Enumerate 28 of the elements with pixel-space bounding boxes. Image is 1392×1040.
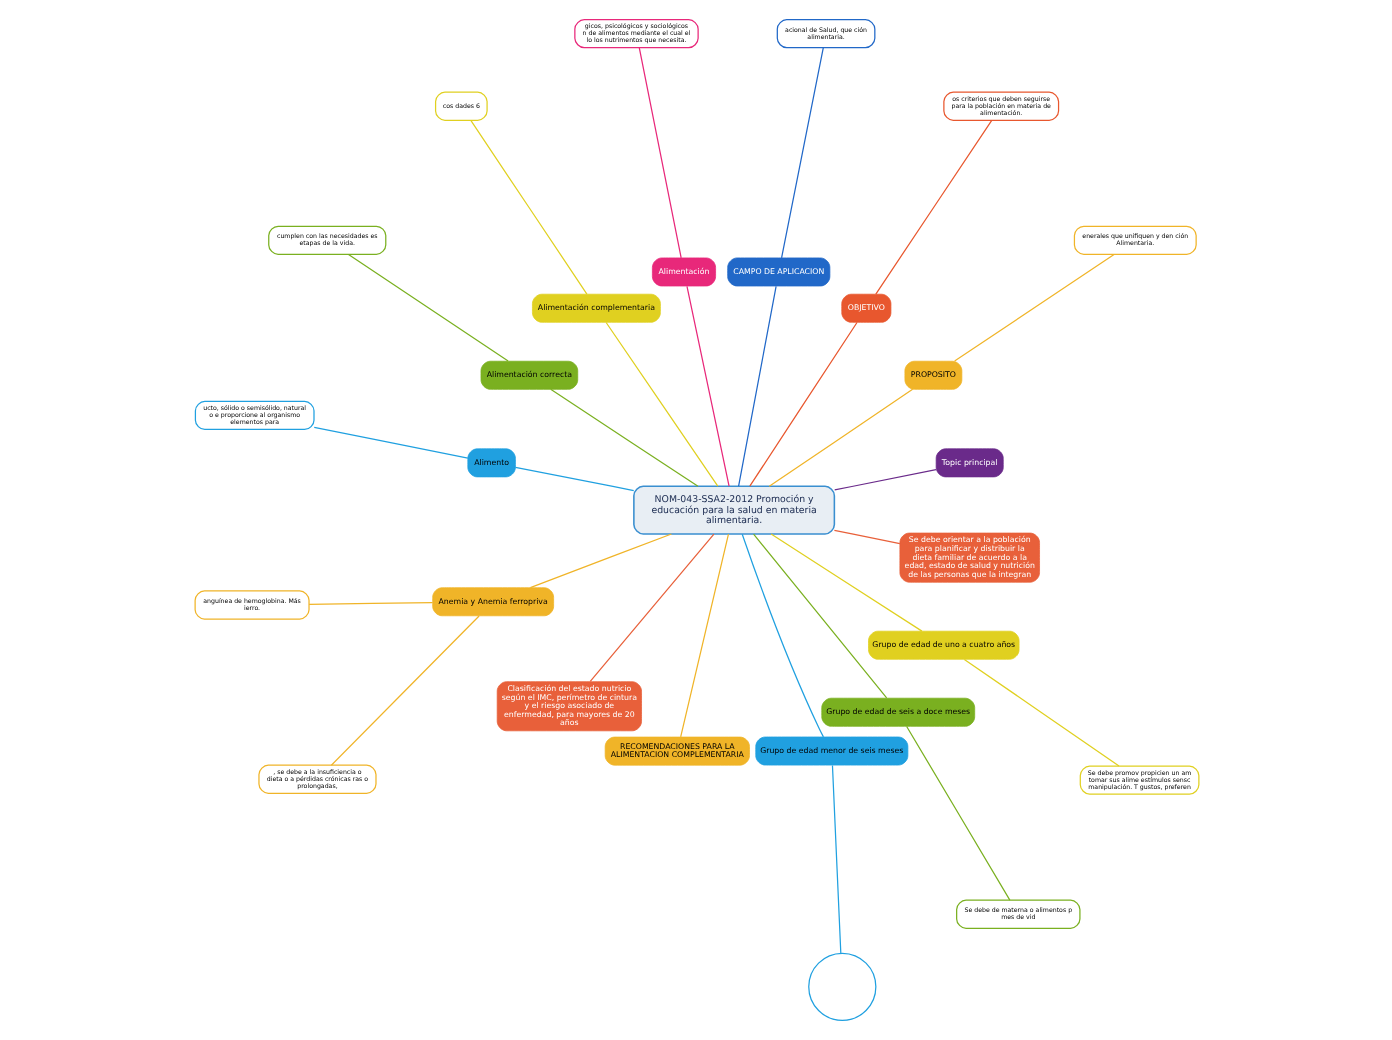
connector <box>685 285 729 487</box>
connector <box>779 47 823 259</box>
connector <box>346 253 508 362</box>
connector <box>549 388 698 487</box>
node-circle <box>807 952 876 1021</box>
connector <box>307 601 433 605</box>
connector <box>830 764 841 954</box>
connector <box>769 533 922 632</box>
connector <box>832 529 900 545</box>
connector <box>748 321 857 487</box>
connector <box>905 725 1010 901</box>
connector <box>767 388 913 487</box>
connector <box>740 533 824 738</box>
connector <box>679 533 729 738</box>
connector <box>528 533 672 589</box>
connector <box>953 253 1114 362</box>
connector <box>637 47 681 259</box>
connector <box>962 658 1119 767</box>
connector <box>312 426 468 459</box>
connector <box>329 615 479 766</box>
connector <box>833 469 936 491</box>
connector <box>588 533 714 682</box>
connector <box>604 321 718 487</box>
connector <box>513 466 634 492</box>
connector <box>874 119 992 295</box>
connector <box>737 285 776 487</box>
connector <box>751 533 887 699</box>
connector <box>469 119 587 295</box>
